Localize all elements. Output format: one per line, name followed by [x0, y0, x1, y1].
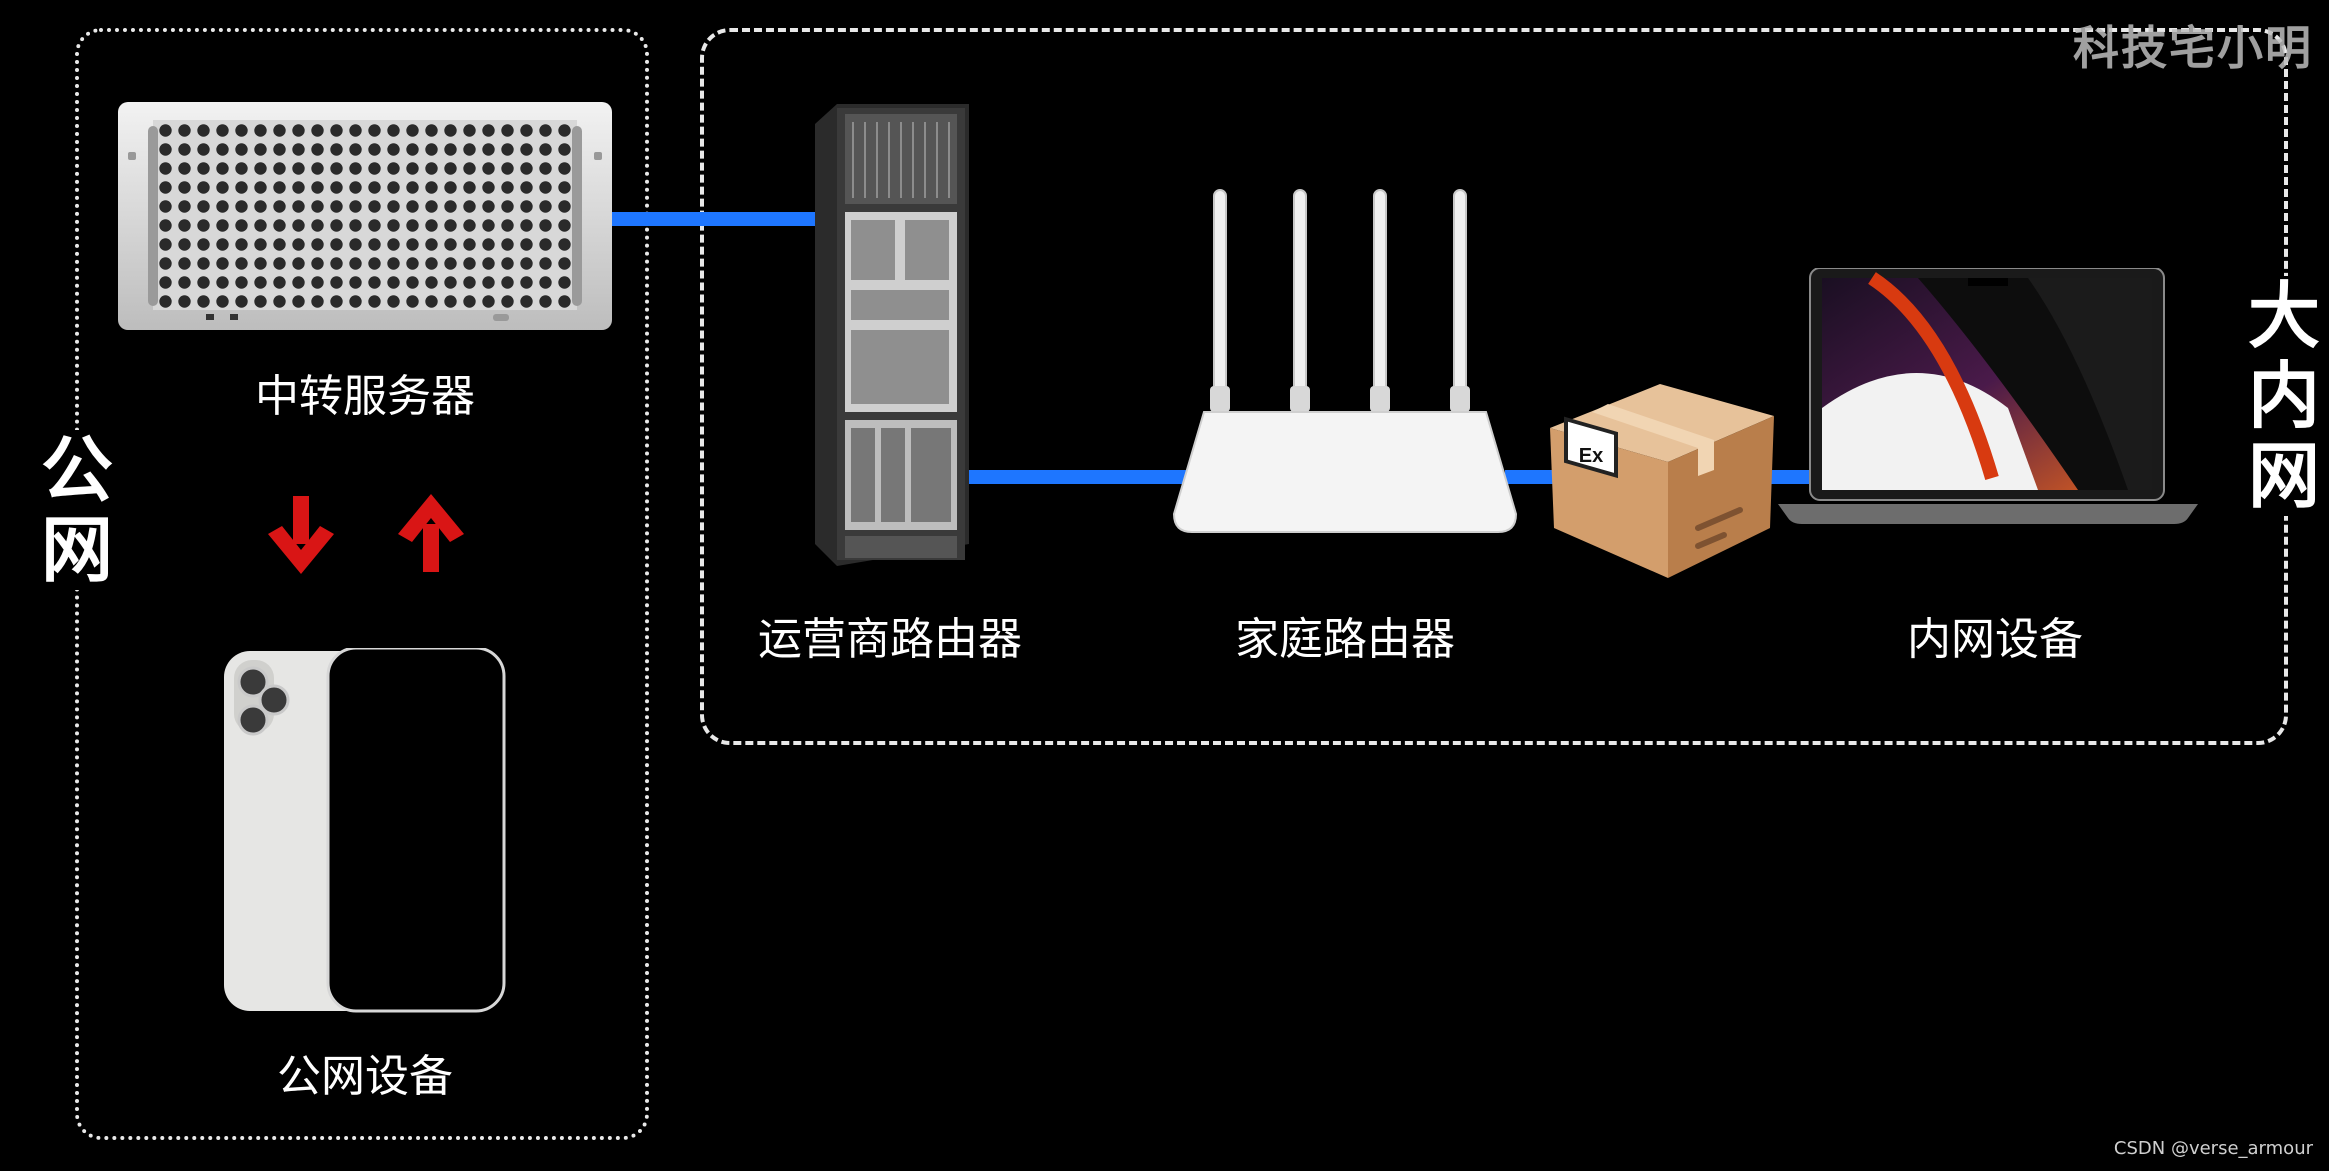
arrow-up-icon [398, 494, 464, 572]
credit-text: CSDN @verse_armour [2113, 1138, 2313, 1159]
laptop-icon [1778, 268, 2198, 524]
intranet-label: 大内网 [2243, 276, 2325, 516]
smartphone-icon [224, 648, 506, 1013]
server-icon [118, 102, 612, 330]
link-relay-to-isp [610, 212, 825, 226]
home-router-label: 家庭路由器 [1235, 614, 1455, 665]
link-isp-to-home [965, 470, 1190, 484]
relay-server-label: 中转服务器 [255, 371, 475, 422]
network-rack-icon [815, 104, 969, 566]
public-network-label: 公网 [36, 430, 118, 590]
arrow-down-icon [268, 496, 334, 574]
watermark: 科技宅小明 [2073, 21, 2313, 75]
intranet-device-label: 内网设备 [1907, 614, 2083, 665]
wifi-router-icon [1172, 189, 1518, 533]
isp-router-label: 运营商路由器 [758, 614, 1022, 665]
package-box-icon: Ex [1550, 384, 1774, 578]
package-label: Ex [1579, 445, 1603, 467]
public-device-label: 公网设备 [277, 1051, 453, 1102]
link-package-to-laptop [1760, 470, 1820, 484]
